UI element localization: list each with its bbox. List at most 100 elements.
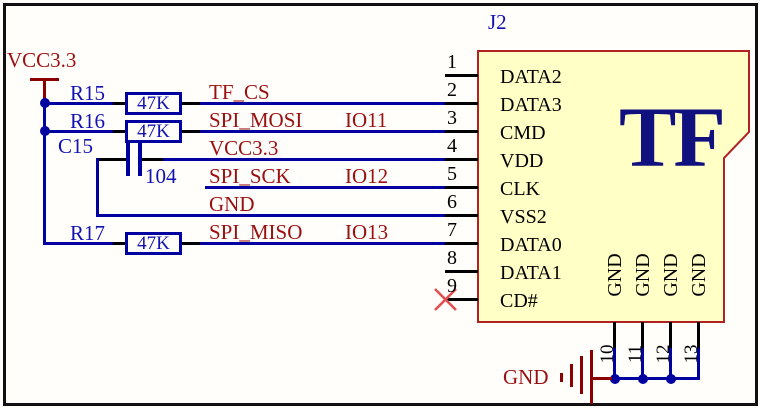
- wire-gnd-bus: [612, 377, 700, 380]
- gnd-bar-icon: [590, 350, 593, 404]
- gnd-power-label: GND: [503, 365, 549, 389]
- pin-lead: [641, 322, 644, 348]
- capacitor-c15-refdes: C15: [58, 134, 94, 158]
- wire: [46, 130, 113, 133]
- capacitor-lead: [142, 158, 163, 161]
- pin-name: VDD: [500, 150, 544, 172]
- pin-lead: [445, 214, 478, 217]
- net-label-io11: IO11: [345, 108, 388, 132]
- pin-number: 7: [447, 219, 457, 241]
- pin-name-rotated: GND: [604, 253, 626, 297]
- wire-spi-mosi: [200, 130, 445, 133]
- resistor-r16-refdes: R16: [70, 109, 106, 133]
- wire: [43, 242, 113, 245]
- pin-lead: [445, 186, 478, 189]
- net-label-tf-cs: TF_CS: [209, 80, 270, 104]
- resistor-r15-body: 47K: [125, 92, 182, 115]
- resistor-r15-refdes: R15: [70, 81, 106, 105]
- wire-spi-sck: [205, 186, 445, 189]
- pin-lead: [697, 322, 700, 348]
- pin-lead: [445, 298, 478, 301]
- junction-dot: [40, 98, 50, 108]
- pin-name: CD#: [500, 290, 538, 312]
- pin-lead: [445, 74, 478, 77]
- resistor-lead: [113, 102, 125, 105]
- resistor-r16-body: 47K: [125, 120, 182, 143]
- pin-name: CMD: [500, 122, 546, 144]
- resistor-lead: [113, 242, 125, 245]
- net-label-io13: IO13: [345, 220, 389, 244]
- pin-number: 9: [447, 275, 457, 297]
- resistor-lead: [113, 130, 125, 133]
- net-label-spi-miso: SPI_MISO: [209, 220, 303, 244]
- gnd-bar-icon: [560, 373, 563, 382]
- capacitor-plate: [138, 142, 142, 176]
- vcc-bar-icon: [30, 78, 59, 81]
- tf-connector-body: [477, 50, 750, 323]
- pin-lead: [669, 322, 672, 348]
- gnd-bar-icon: [570, 364, 573, 387]
- wire-vcc: [163, 158, 445, 161]
- junction-dot: [40, 126, 50, 136]
- pin-name-rotated: GND: [688, 253, 710, 297]
- gnd-bar-icon: [580, 356, 583, 394]
- capacitor-c15-value: 104: [145, 164, 177, 188]
- pin-number-rotated: 13: [681, 344, 702, 364]
- wire: [697, 348, 700, 380]
- pin-lead: [445, 130, 478, 133]
- net-label-spi-mosi: SPI_MOSI: [209, 108, 303, 132]
- sheet-border: [3, 3, 758, 406]
- pin-number: 2: [447, 79, 457, 101]
- pin-name-rotated: GND: [660, 253, 682, 297]
- pin-number: 4: [447, 135, 457, 157]
- pin-name: DATA0: [500, 234, 562, 256]
- pin-number: 3: [447, 107, 457, 129]
- pin-name: DATA3: [500, 94, 562, 116]
- pin-name: DATA2: [500, 66, 562, 88]
- pin-name: CLK: [500, 178, 540, 200]
- pin-lead: [445, 102, 478, 105]
- pin-number: 5: [447, 163, 457, 185]
- wire-gnd: [96, 214, 445, 217]
- junction-dot: [610, 374, 620, 384]
- wire-gnd-vertical: [96, 158, 99, 216]
- tf-connector-label: TF: [619, 89, 726, 185]
- vcc-power-label: VCC3.3: [7, 48, 77, 72]
- pin-lead: [445, 242, 478, 245]
- resistor-lead: [182, 130, 200, 133]
- capacitor-plate: [126, 142, 130, 176]
- resistor-r17-refdes: R17: [70, 221, 106, 245]
- resistor-lead: [182, 102, 200, 105]
- capacitor-lead: [99, 158, 126, 161]
- wire-vcc-rail: [43, 98, 46, 244]
- junction-dot: [666, 374, 676, 384]
- junction-dot: [638, 374, 648, 384]
- wire: [613, 348, 616, 378]
- net-label-spi-sck: SPI_SCK: [209, 164, 291, 188]
- no-connect-icon: [434, 288, 457, 311]
- pin-lead: [613, 322, 616, 348]
- pin-number: 6: [447, 191, 457, 213]
- pin-name-rotated: GND: [632, 253, 654, 297]
- resistor-lead: [182, 242, 200, 245]
- wire: [46, 102, 113, 105]
- vcc-stem: [43, 81, 46, 98]
- net-label-io12: IO12: [345, 164, 389, 188]
- net-label-vcc: VCC3.3: [209, 136, 279, 160]
- pin-number: 1: [447, 51, 457, 73]
- pin-number: 8: [447, 247, 457, 269]
- pin-number-rotated: 12: [653, 344, 674, 364]
- gnd-stem: [593, 377, 612, 380]
- pin-lead: [445, 158, 478, 161]
- pin-lead: [445, 270, 478, 273]
- connector-refdes: J2: [488, 10, 507, 34]
- pin-number-rotated: 11: [625, 344, 646, 364]
- wire-tf-cs: [200, 102, 445, 105]
- net-label-gnd: GND: [209, 192, 255, 216]
- wire: [669, 348, 672, 378]
- pin-name: DATA1: [500, 262, 562, 284]
- wire-spi-miso: [200, 242, 445, 245]
- wire: [641, 348, 644, 378]
- resistor-r17-body: 47K: [125, 232, 182, 255]
